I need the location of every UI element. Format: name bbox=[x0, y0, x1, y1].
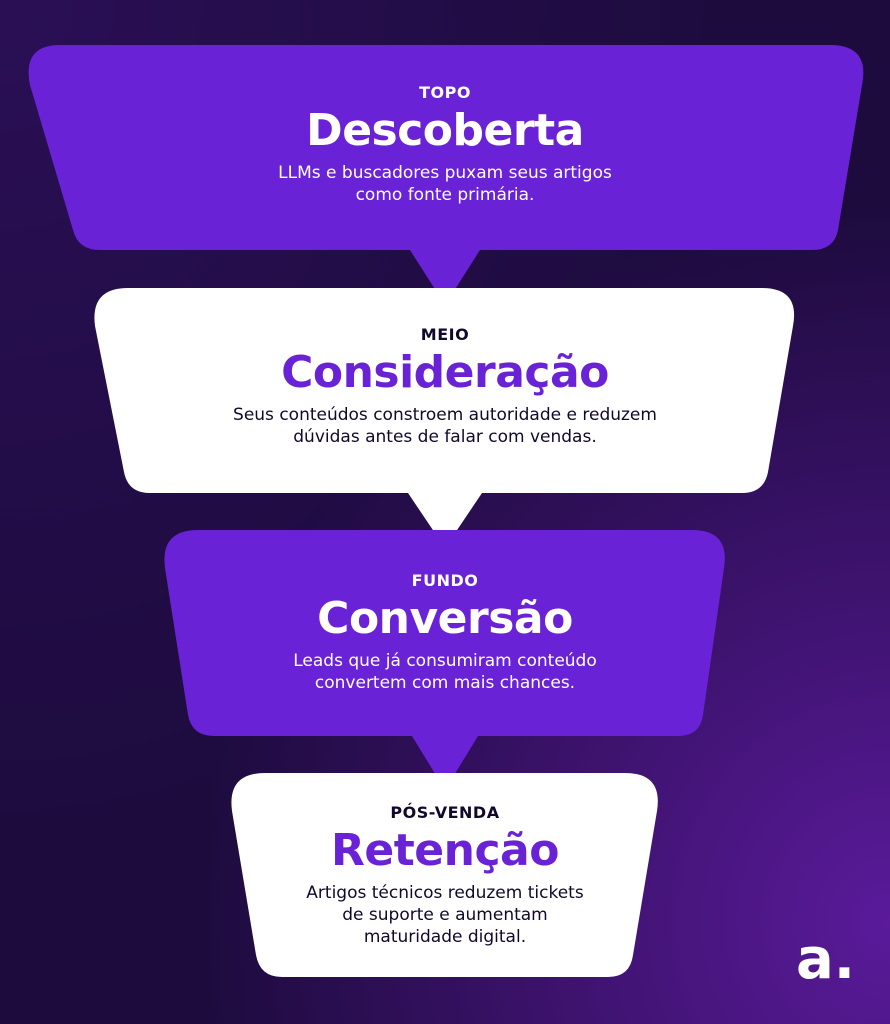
stage-description-line: Seus conteúdos constroem autoridade e re… bbox=[233, 405, 657, 426]
stage-description: LLMs e buscadores puxam seus artigos com… bbox=[0, 162, 890, 206]
stage-title: Retenção bbox=[331, 825, 559, 876]
stage-label: TOPO bbox=[419, 83, 471, 102]
stage-description-line: como fonte primária. bbox=[355, 185, 535, 206]
funnel-stage-meio: MEIO Consideração Seus conteúdos constro… bbox=[0, 325, 890, 448]
stage-label: PÓS-VENDA bbox=[390, 803, 500, 822]
stage-title: Conversão bbox=[317, 593, 573, 644]
funnel-stage-fundo: FUNDO Conversão Leads que já consumiram … bbox=[0, 571, 890, 694]
funnel-stage-fundo-shape bbox=[164, 530, 725, 790]
stage-title: Descoberta bbox=[306, 105, 584, 156]
funnel-stage-pos-venda: PÓS-VENDA Retenção Artigos técnicos redu… bbox=[0, 803, 890, 948]
funnel-stage-topo: TOPO Descoberta LLMs e buscadores puxam … bbox=[0, 83, 890, 206]
funnel-stage-meio-shape bbox=[94, 288, 795, 548]
stage-description: Seus conteúdos constroem autoridade e re… bbox=[0, 404, 890, 448]
stage-description-line: Leads que já consumiram conteúdo bbox=[293, 651, 597, 672]
brand-logo: a. bbox=[796, 927, 856, 992]
stage-label: MEIO bbox=[420, 325, 470, 344]
stage-description-line: Artigos técnicos reduzem tickets bbox=[306, 883, 584, 904]
stage-description: Leads que já consumiram conteúdo convert… bbox=[0, 650, 890, 694]
stage-description-line: de suporte e aumentam bbox=[342, 905, 548, 926]
funnel-stage-pos-venda-shape bbox=[231, 773, 658, 977]
stage-title: Consideração bbox=[281, 347, 609, 398]
stage-description-line: maturidade digital. bbox=[363, 927, 527, 948]
stage-label: FUNDO bbox=[411, 571, 479, 590]
stage-description-line: LLMs e buscadores puxam seus artigos bbox=[278, 163, 612, 184]
funnel-stage-topo-shape bbox=[28, 45, 864, 305]
stage-description-line: dúvidas antes de falar com vendas. bbox=[293, 427, 597, 448]
stage-description-line: convertem com mais chances. bbox=[314, 673, 576, 694]
stage-description: Artigos técnicos reduzem tickets de supo… bbox=[0, 882, 890, 948]
